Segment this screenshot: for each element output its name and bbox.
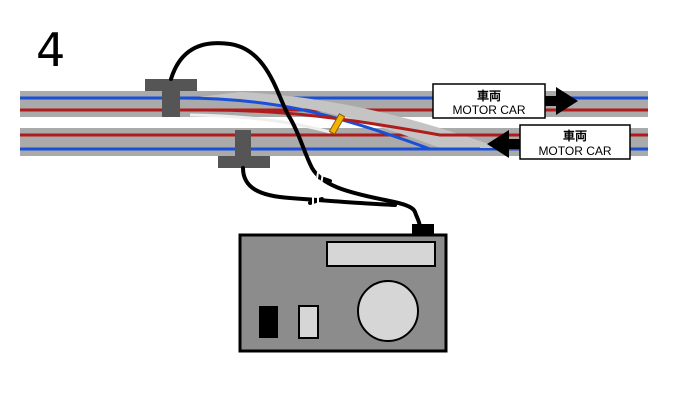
wire-cross-a	[316, 175, 332, 183]
feeder-upper-stem	[162, 91, 180, 117]
arrow-left-icon	[487, 130, 509, 158]
power-controller	[238, 233, 448, 353]
controller-switch-light	[298, 305, 319, 339]
upper-car-label-en: MOTOR CAR	[452, 103, 525, 117]
arrow-right-icon	[556, 87, 578, 115]
upper-car-indicator: 車両 MOTOR CAR	[432, 83, 578, 119]
wire-break-mark	[320, 171, 324, 187]
crossover-rail-white	[189, 113, 331, 134]
lower-car-label-box	[519, 124, 631, 160]
step-number: 4	[36, 23, 65, 77]
feeder-upper	[145, 79, 197, 117]
lower-car-arrow-shaft	[507, 139, 523, 149]
feeder-lower-cap	[218, 156, 270, 168]
controller-switch-dark	[259, 306, 278, 338]
crossover-rail-red	[204, 108, 480, 137]
insulated-joiner	[328, 113, 346, 135]
feeder-lower-stem	[235, 130, 251, 156]
wire-break-mark	[315, 171, 319, 187]
feeder-lower	[218, 130, 270, 168]
crossover-rail-blue	[179, 96, 480, 151]
crossover-bed	[190, 92, 500, 148]
upper-car-arrow-shaft	[542, 96, 556, 106]
lower-car-label-jp: 車両	[563, 128, 587, 143]
wire-break-marks	[312, 171, 324, 209]
controller-display	[326, 241, 436, 267]
lower-car-label-en: MOTOR CAR	[538, 144, 611, 158]
wire-upper-feeder	[169, 41, 422, 230]
lower-car-indicator: 車両 MOTOR CAR	[487, 124, 631, 160]
speed-knob	[357, 280, 419, 342]
wire-lower-feeder	[241, 166, 397, 207]
feeder-upper-cap	[145, 79, 197, 91]
upper-car-label-jp: 車両	[477, 88, 501, 103]
crossover	[179, 92, 500, 151]
upper-car-label-box	[432, 83, 546, 119]
wires	[169, 41, 422, 230]
controller-plug	[412, 224, 434, 236]
